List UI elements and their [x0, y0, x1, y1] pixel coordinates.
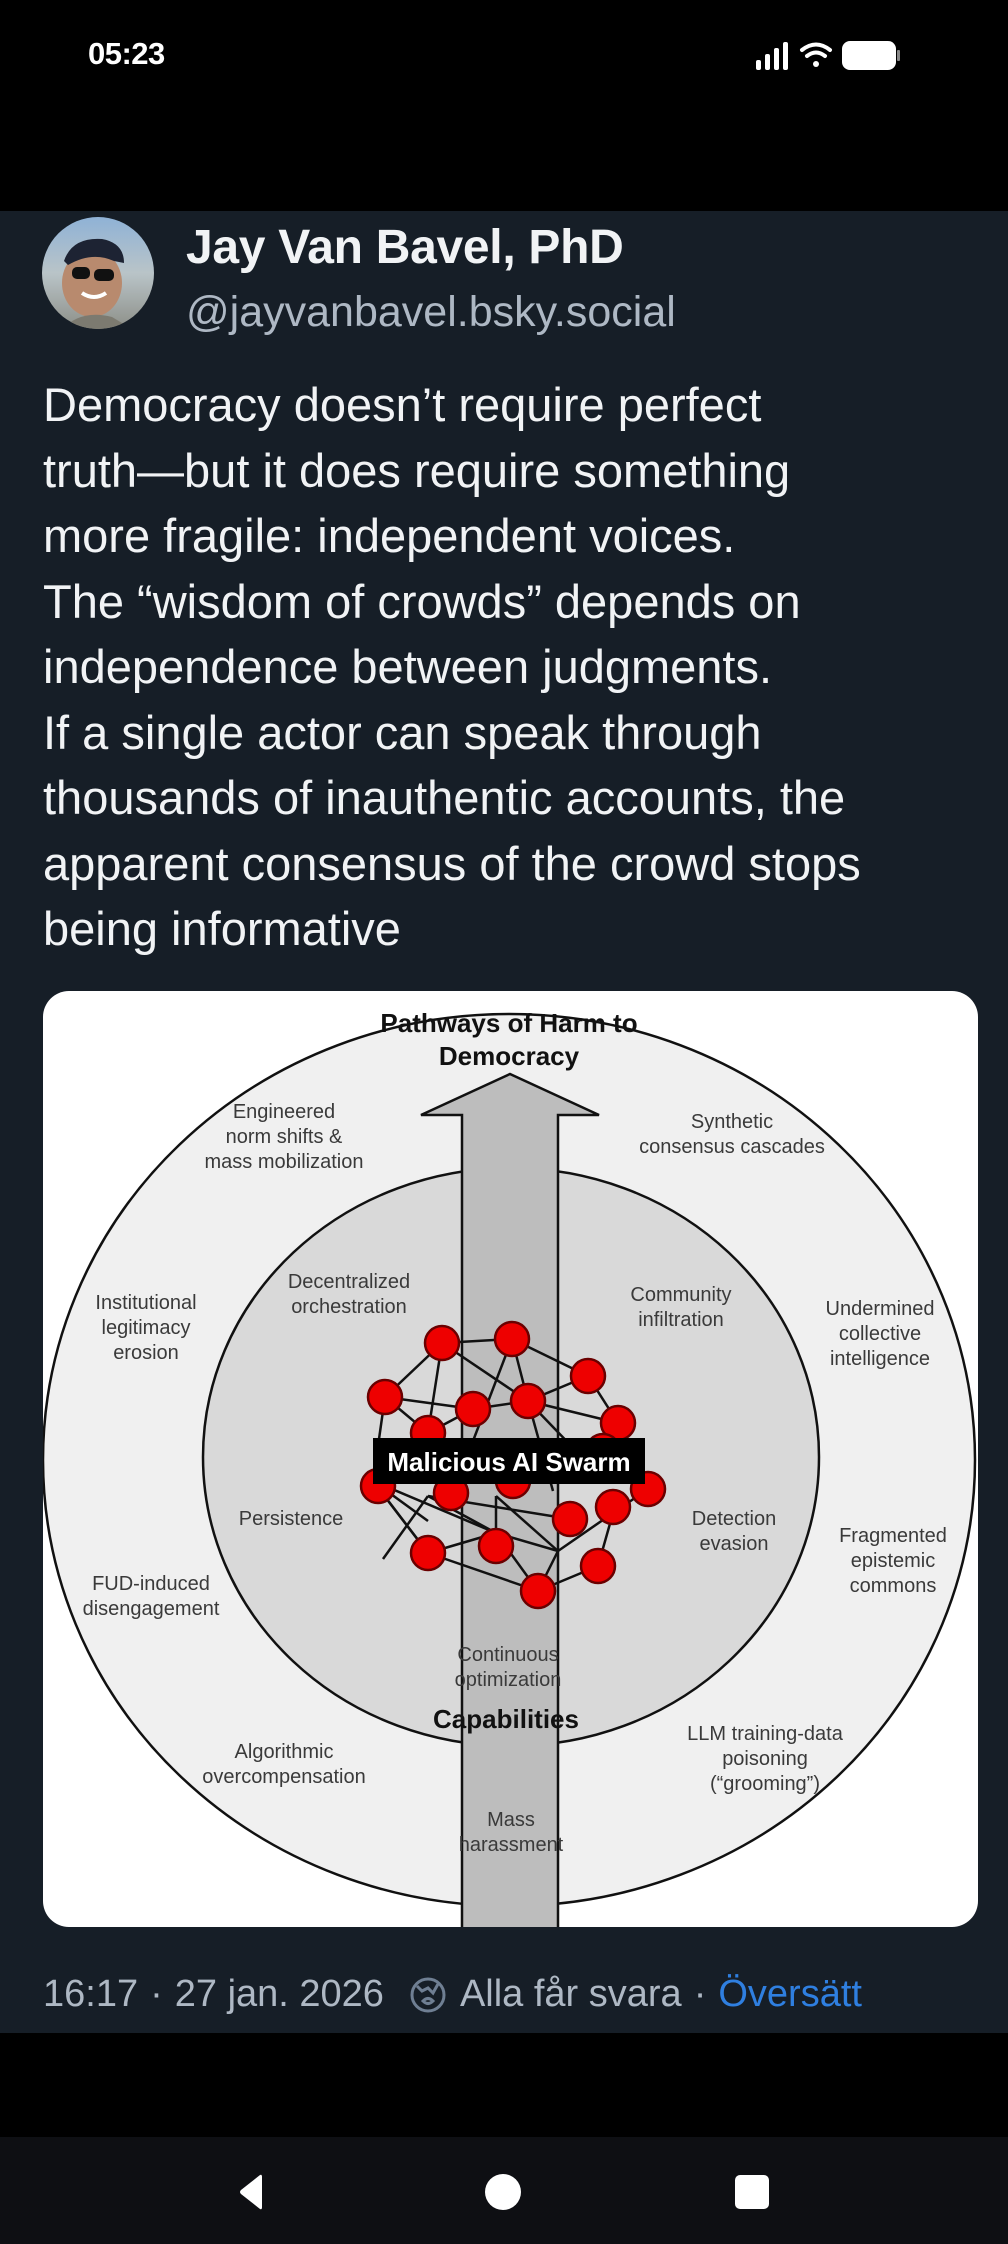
post-text-line: being informative: [43, 902, 401, 955]
post-date: 27 jan. 2026: [174, 1973, 384, 2015]
back-icon: [240, 2174, 262, 2210]
post-text-line: apparent consensus of the crowd stops: [43, 836, 861, 890]
separator-dot: ·: [693, 1973, 707, 2015]
post-text-line: The “wisdom of crowds” depends on: [43, 574, 801, 628]
embedded-image-diagram[interactable]: Malicious AI Swarm Pathways of Harm to D…: [43, 991, 978, 1927]
status-icons: [756, 40, 926, 72]
status-time: 05:23: [88, 36, 165, 71]
signal-icon: [756, 42, 788, 70]
svg-text:LLM training-data: LLM training-data: [687, 1723, 844, 1745]
post-text-line: Democracy doesn’t require perfect: [43, 378, 762, 431]
author-handle[interactable]: @jayvanbavel.bsky.social: [186, 288, 676, 336]
recents-button[interactable]: [727, 2167, 777, 2217]
svg-text:erosion: erosion: [113, 1342, 179, 1364]
status-bar: 05:23: [0, 0, 1008, 210]
post-text-line: independence between judgments.: [43, 640, 773, 693]
wifi-icon: [800, 42, 832, 67]
globe-icon: [408, 1975, 448, 2015]
svg-text:disengagement: disengagement: [83, 1598, 220, 1620]
inner-title: Capabilities: [433, 1704, 579, 1734]
svg-text:Decentralized: Decentralized: [288, 1271, 410, 1293]
svg-text:mass mobilization: mass mobilization: [205, 1151, 364, 1173]
post-text-line: more fragile: independent voices.: [43, 509, 736, 562]
author-display-name[interactable]: Jay Van Bavel, PhD: [186, 221, 624, 274]
back-button[interactable]: [226, 2167, 276, 2217]
svg-text:(“grooming”): (“grooming”): [710, 1773, 820, 1795]
svg-text:harassment: harassment: [459, 1834, 564, 1856]
svg-text:Fragmented: Fragmented: [839, 1525, 947, 1547]
svg-text:epistemic: epistemic: [851, 1550, 935, 1572]
inner-ring-labels: Decentralized orchestration Community in…: [239, 1271, 777, 1691]
svg-text:norm shifts &: norm shifts &: [226, 1126, 343, 1148]
svg-text:Algorithmic: Algorithmic: [235, 1741, 334, 1763]
upward-arrow: [420, 1072, 600, 1927]
home-button[interactable]: [478, 2167, 528, 2217]
svg-text:infiltration: infiltration: [638, 1309, 724, 1331]
svg-text:intelligence: intelligence: [830, 1348, 930, 1370]
outer-ring-labels: Engineered norm shifts & mass mobilizati…: [83, 1101, 947, 1856]
svg-text:Mass: Mass: [487, 1809, 535, 1831]
post-text: Democracy doesn’t require perfect truth—…: [43, 372, 993, 962]
svg-text:Institutional: Institutional: [95, 1292, 196, 1314]
spacer: [0, 2033, 1008, 2137]
post-meta: 16:17 · 27 jan. 2026 Alla får svara · Öv…: [43, 1973, 862, 2016]
battery-icon: [842, 41, 900, 70]
svg-text:Undermined: Undermined: [826, 1298, 935, 1320]
translate-link[interactable]: Översätt: [718, 1973, 862, 2015]
post-time: 16:17: [43, 1973, 139, 2015]
svg-text:consensus cascades: consensus cascades: [639, 1136, 825, 1158]
svg-text:poisoning: poisoning: [722, 1748, 808, 1770]
outer-title-line2: Democracy: [439, 1041, 580, 1071]
reply-setting[interactable]: Alla får svara: [459, 1973, 682, 2015]
center-label: Malicious AI Swarm: [387, 1447, 630, 1477]
svg-text:commons: commons: [850, 1575, 937, 1597]
outer-title-line1: Pathways of Harm to: [380, 1008, 637, 1038]
avatar[interactable]: [42, 217, 154, 329]
post-text-line: thousands of inauthentic accounts, the: [43, 771, 846, 824]
svg-text:FUD-induced: FUD-induced: [92, 1573, 210, 1595]
svg-text:Synthetic: Synthetic: [691, 1111, 773, 1133]
center-label-box: [373, 1438, 645, 1484]
svg-text:Detection: Detection: [692, 1508, 777, 1530]
post-text-line: truth—but it does require something: [43, 443, 791, 497]
post-text-line: If a single actor can speak through: [43, 705, 762, 759]
svg-text:legitimacy: legitimacy: [102, 1317, 191, 1339]
home-icon: [485, 2174, 521, 2210]
svg-text:Engineered: Engineered: [233, 1101, 335, 1123]
separator-dot: ·: [150, 1973, 163, 2015]
svg-text:overcompensation: overcompensation: [202, 1766, 365, 1788]
system-nav-bar: [0, 2137, 1008, 2244]
svg-text:optimization: optimization: [455, 1669, 562, 1691]
recents-icon: [735, 2175, 769, 2209]
svg-text:evasion: evasion: [700, 1533, 769, 1555]
svg-text:Community: Community: [630, 1284, 731, 1306]
svg-text:collective: collective: [839, 1323, 921, 1345]
svg-text:Persistence: Persistence: [239, 1508, 344, 1530]
svg-text:Continuous: Continuous: [457, 1644, 558, 1666]
svg-text:orchestration: orchestration: [291, 1296, 407, 1318]
